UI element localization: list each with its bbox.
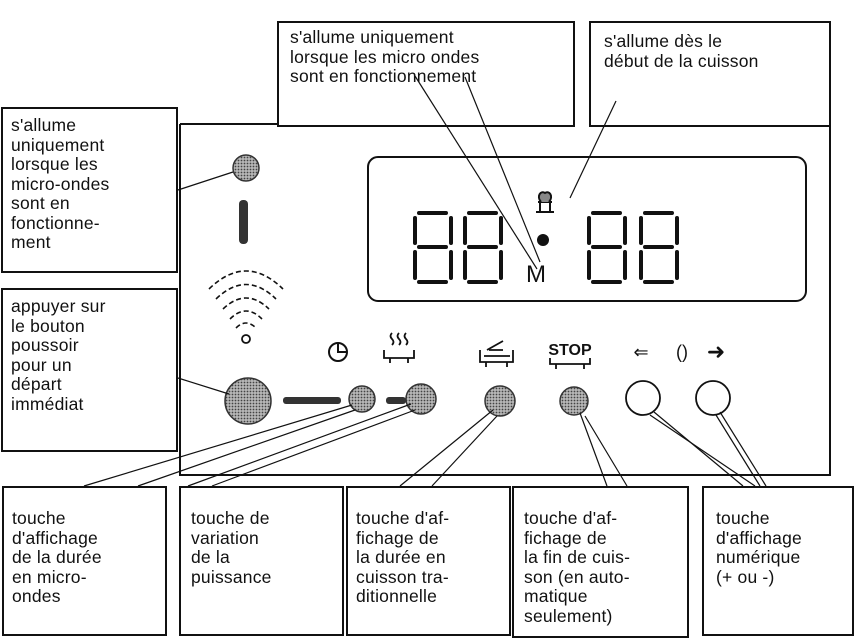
display-digits-left: [413, 211, 503, 284]
chef-hat-icon: [536, 191, 554, 213]
start-bar: [283, 397, 341, 404]
callout-bottom-1: touche d'affichage de la durée en micro-…: [12, 508, 102, 606]
callout-box-top-center: [277, 21, 575, 127]
microwave-waves-origin: [241, 334, 251, 344]
microwave-indicator-bar: [239, 200, 248, 244]
microwave-waves-icon: [208, 270, 284, 329]
start-button[interactable]: [224, 377, 272, 425]
callout-box-top-right: [589, 21, 831, 127]
plus-button[interactable]: [695, 380, 731, 416]
clock-icon: [328, 342, 348, 362]
callout-box-bottom-2: [179, 486, 344, 636]
callout-top-right: s'allume dès le début de la cuisson: [604, 31, 759, 71]
stop-icon: STOP: [548, 342, 592, 369]
leader-lines: [83, 75, 767, 487]
callout-box-bottom-1: [2, 486, 167, 636]
callout-box-bottom-4: [512, 486, 689, 638]
minus-arrow-icon: ⇐: [633, 342, 648, 363]
heat-waves-icon: [383, 332, 415, 363]
oven-end-icon: [479, 340, 514, 367]
callout-bottom-3: touche d'af- fichage de la durée en cuis…: [356, 508, 450, 606]
minus-button[interactable]: [625, 380, 661, 416]
microwave-indicator-led: [232, 154, 260, 182]
callout-box-bottom-3: [346, 486, 511, 636]
display-colon-dot: [537, 234, 549, 246]
svg-text:STOP: STOP: [548, 342, 592, 359]
display-mode-letter: M: [526, 261, 546, 288]
plus-arrow-icon: ➜: [707, 340, 725, 365]
callout-box-left-button: [1, 288, 178, 452]
callout-left-led: s'allume uniquement lorsque les micro-on…: [11, 115, 110, 252]
end-of-cooking-button[interactable]: [559, 386, 589, 416]
power-variation-button[interactable]: [405, 383, 437, 415]
callout-left-button: appuyer sur le bouton poussoir pour un d…: [11, 296, 106, 414]
display-digits-right: [587, 211, 679, 284]
callout-bottom-5: touche d'affichage numérique (+ ou -): [716, 508, 802, 587]
callout-box-left-led: [1, 107, 178, 273]
microwave-duration-button[interactable]: [348, 385, 376, 413]
neutral-symbol: (): [676, 342, 688, 362]
callout-bottom-2: touche de variation de la puissance: [191, 508, 272, 587]
callout-box-bottom-5: [702, 486, 854, 636]
callout-top-center: s'allume uniquement lorsque les micro on…: [290, 27, 480, 86]
power-bar: [386, 397, 406, 404]
callout-bottom-4: touche d'af- fichage de la fin de cuis- …: [524, 508, 631, 626]
traditional-duration-button[interactable]: [484, 385, 516, 417]
